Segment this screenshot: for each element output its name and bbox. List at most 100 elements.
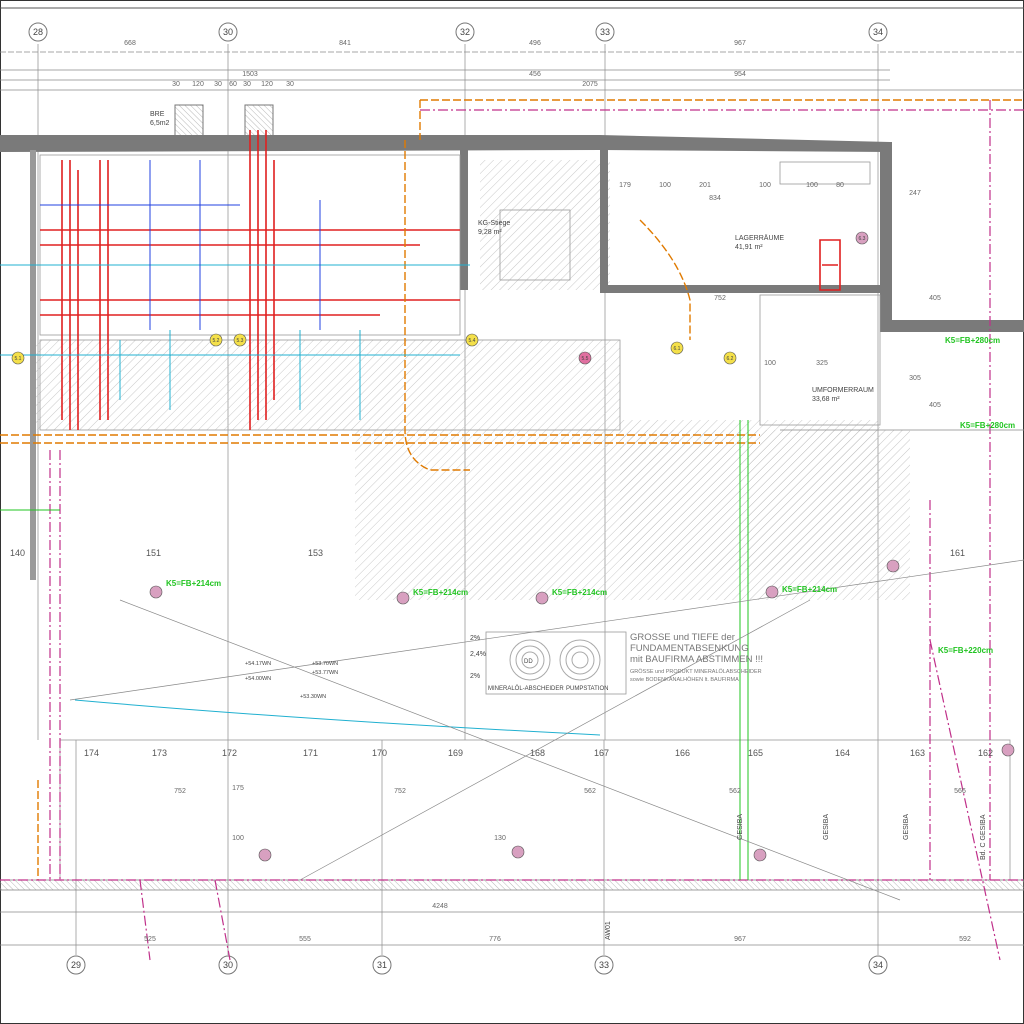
foundation-note: GROSSE und TIEFE der (630, 632, 735, 643)
dimension-text: 841 (339, 40, 351, 47)
slope-label: 2,4% (470, 651, 486, 658)
grid-bubble (868, 22, 888, 42)
grid-label-top: 28 (33, 27, 43, 37)
dimension-text: 60 (229, 81, 237, 88)
grid-label-top: 30 (223, 27, 233, 37)
grid-bubble (595, 22, 615, 42)
pump-label: DD (524, 659, 533, 665)
room-number: 151 (146, 548, 161, 558)
room-number: 161 (950, 548, 965, 558)
floor-drain-icon (765, 585, 779, 599)
wall-label: GESIBA (823, 814, 830, 840)
floor-drain-icon (886, 559, 900, 573)
room-number: 167 (594, 748, 609, 758)
dimension-text: 175 (232, 785, 244, 792)
grid-bubble (455, 22, 475, 42)
floor-drain-icon (511, 845, 525, 859)
grid-label-top: 32 (460, 27, 470, 37)
elevation-label: +53.30WN (300, 694, 326, 700)
wall-label: AW01 (605, 921, 612, 940)
dimension-text: 30 (286, 81, 294, 88)
dimension-text: 752 (714, 295, 726, 302)
room-number: 169 (448, 748, 463, 758)
grid-label-bottom: 33 (599, 960, 609, 970)
dimension-text: 247 (909, 190, 921, 197)
marker-label: 5.5 (582, 356, 589, 362)
dimension-text: 179 (619, 182, 631, 189)
level-label: K5=FB+280cm (945, 336, 1000, 345)
dimension-text: 752 (394, 788, 406, 795)
grid-bubble (28, 22, 48, 42)
dimension-text: 525 (144, 936, 156, 943)
room-number: 173 (152, 748, 167, 758)
dimension-text: 80 (836, 182, 844, 189)
marker: 5.3 (233, 333, 247, 347)
foundation-note-sub: sowie BODENKANALHÖHEN lt. BAUFIRMA (630, 676, 739, 683)
dimension-text: 405 (929, 295, 941, 302)
floor-drain-icon (396, 591, 410, 605)
dimension-text: 100 (806, 182, 818, 189)
foundation-note: FUNDAMENTABSENKUNG (630, 643, 749, 654)
wall-label: GESIBA (737, 814, 744, 840)
dimension-text: 100 (764, 360, 776, 367)
dimension-text: 752 (174, 788, 186, 795)
room-number: 166 (675, 748, 690, 758)
marker: 6.1 (670, 341, 684, 355)
room-name: UMFORMERRAUM (812, 387, 874, 394)
marker-label: 5.3 (237, 338, 244, 344)
dimension-text: 325 (816, 360, 828, 367)
grid-label-bottom: 30 (223, 960, 233, 970)
grid-bubble (372, 955, 392, 975)
elevation-label: +53.77WN (312, 670, 338, 676)
marker-label: 5.4 (469, 338, 476, 344)
dimension-text: 668 (124, 40, 136, 47)
room-number: 163 (910, 748, 925, 758)
dimension-text: 305 (909, 375, 921, 382)
dimension-text: 4248 (432, 903, 448, 910)
floor-drain-icon (753, 848, 767, 862)
wall-label: GESIBA (903, 814, 910, 840)
dimension-text: 562 (729, 788, 741, 795)
room-area: 6,5m2 (150, 120, 170, 127)
dimension-lines (0, 51, 1024, 946)
dimension-text: 967 (734, 40, 746, 47)
grid-bubble (868, 955, 888, 975)
elevation-label: +54.17WN (245, 661, 271, 667)
level-label: K5=FB+220cm (938, 646, 993, 655)
grid-bubble (218, 955, 238, 975)
room-name: BRE (150, 111, 165, 118)
grid-label-top: 34 (873, 27, 883, 37)
dimension-text: 30 (243, 81, 251, 88)
floor-drain-icon (535, 591, 549, 605)
marker: 5.1 (11, 351, 25, 365)
dimension-text: 30 (214, 81, 222, 88)
grid-label-bottom: 34 (873, 960, 883, 970)
dimension-text: 405 (929, 402, 941, 409)
marker-label: 6.3 (859, 236, 866, 242)
dimension-text: 834 (709, 195, 721, 202)
room-number: 171 (303, 748, 318, 758)
dimension-text: 967 (734, 936, 746, 943)
slope-label: 2% (470, 673, 480, 680)
grid-label-bottom: 31 (377, 960, 387, 970)
hatched-structure (0, 104, 1024, 891)
floor-drain-icon (258, 848, 272, 862)
level-label: K5=FB+280cm (960, 421, 1015, 430)
marker-label: 5.2 (213, 338, 220, 344)
room-area: 9,28 m² (478, 229, 502, 236)
room-name: LAGERRÄUME (735, 234, 784, 242)
dimension-text: 130 (494, 835, 506, 842)
dimension-text: 201 (699, 182, 711, 189)
pump-station-label: PUMPSTATION (566, 686, 608, 692)
room-number: 168 (530, 748, 545, 758)
grid-bubble (594, 955, 614, 975)
dimension-text: 776 (489, 936, 501, 943)
foundation-note: mit BAUFIRMA ABSTIMMEN !!! (630, 654, 763, 665)
dimension-text: 1503 (242, 71, 258, 78)
dimension-text: 30 (172, 81, 180, 88)
floor-drain-icon (1001, 743, 1015, 757)
marker: 5.2 (209, 333, 223, 347)
floor-drain-icon (149, 585, 163, 599)
marker-label: 6.2 (727, 356, 734, 362)
